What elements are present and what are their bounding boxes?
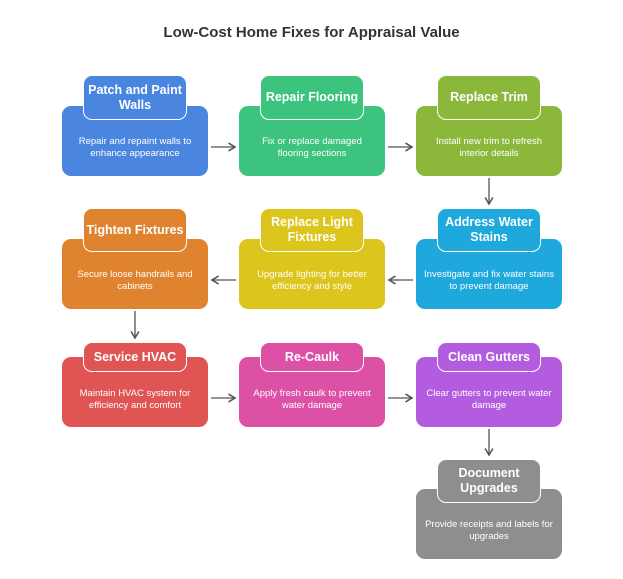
step-description-text: Fix or replace damaged flooring sections xyxy=(262,136,362,159)
step-description-text: Clear gutters to prevent water damage xyxy=(426,387,552,411)
step-title: Patch and Paint Walls xyxy=(83,75,187,120)
step-description-text: Secure loose handrails and cabinets xyxy=(77,268,193,292)
step-title: Replace Trim xyxy=(437,75,541,120)
step-title: Address Water Stains xyxy=(437,208,541,252)
step-description-text: Provide receipts and labels for upgrades xyxy=(425,519,553,542)
step-title: Tighten Fixtures xyxy=(83,208,187,252)
step-description-text: Apply fresh caulk to prevent water damag… xyxy=(253,387,371,411)
step-description-text: Investigate and fix water stains to prev… xyxy=(424,268,554,292)
step-title: Replace Light Fixtures xyxy=(260,208,364,252)
step-title: Repair Flooring xyxy=(260,75,364,120)
diagram-title: Low-Cost Home Fixes for Appraisal Value xyxy=(163,24,460,41)
step-description-text: Repair and repaint walls to enhance appe… xyxy=(78,136,192,159)
step-title: Document Upgrades xyxy=(437,459,541,503)
step-description-text: Install new trim to refresh interior det… xyxy=(435,136,543,159)
step-description-text: Upgrade lighting for better efficiency a… xyxy=(257,268,367,292)
step-title: Service HVAC xyxy=(83,342,187,372)
step-title: Clean Gutters xyxy=(437,342,541,372)
step-title: Re-Caulk xyxy=(260,342,364,372)
step-description-text: Maintain HVAC system for efficiency and … xyxy=(79,387,191,411)
